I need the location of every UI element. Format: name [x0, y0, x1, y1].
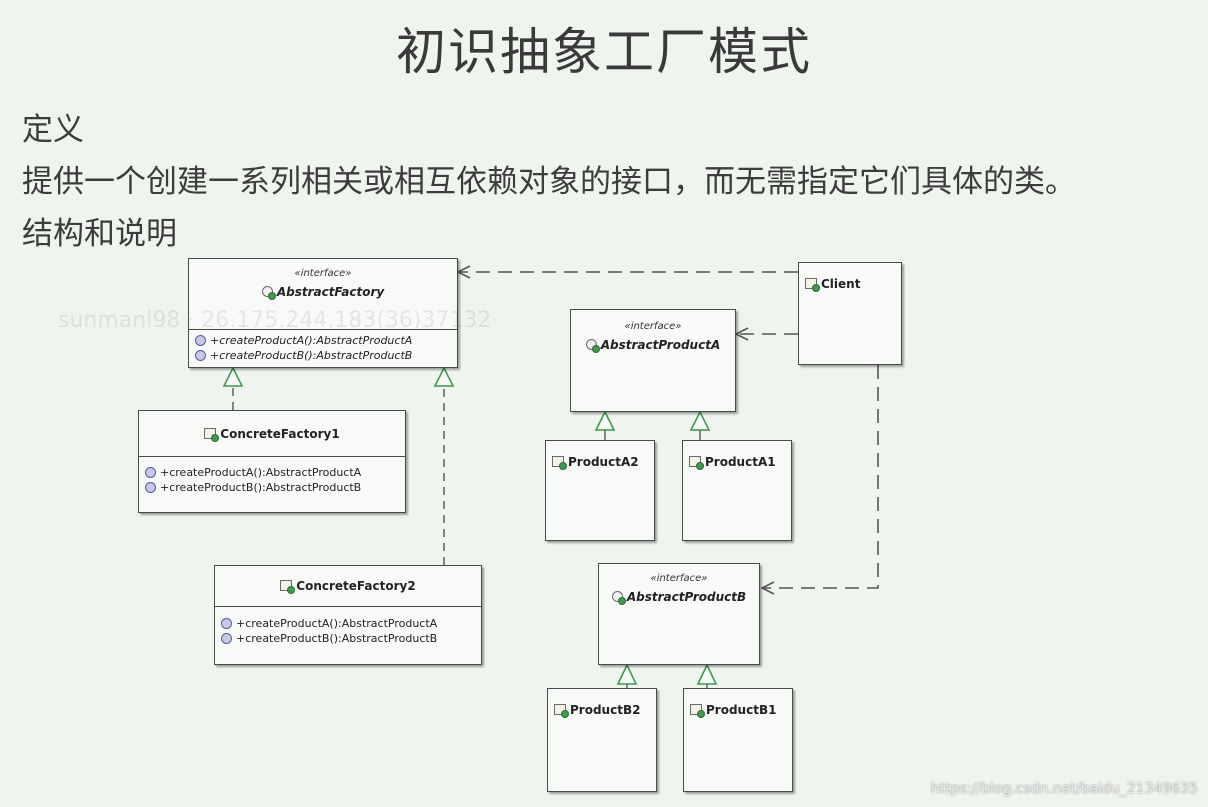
product-b1-realization-arrowhead — [696, 663, 718, 685]
operation-icon — [195, 335, 206, 346]
operation-icon — [221, 618, 232, 629]
client-dependency-product-b-arrowhead — [760, 581, 775, 595]
operation-icon — [195, 350, 206, 361]
compartment-divider — [189, 329, 457, 330]
source-credit: https://blog.csdn.net/baidu_21349635 — [930, 781, 1198, 797]
interface-icon — [585, 339, 600, 353]
factory2-realization-arrowhead — [433, 366, 455, 387]
abstract-product-a-interface[interactable]: «interface» AbstractProductA — [570, 309, 736, 412]
operation-icon — [145, 467, 156, 478]
class-icon — [690, 704, 705, 718]
interface-icon — [611, 591, 626, 605]
class-name: AbstractProductB — [626, 590, 747, 604]
compartment-divider — [215, 606, 481, 607]
class-name: AbstractProductA — [600, 338, 721, 352]
operation-create-product-b: +createProductB():AbstractProductB — [221, 631, 477, 646]
compartment-divider — [139, 456, 405, 457]
operation-create-product-b: +createProductB():AbstractProductB — [195, 348, 453, 363]
product-b1-class[interactable]: ProductB1 — [683, 688, 793, 792]
operation-create-product-a: +createProductA():AbstractProductA — [195, 333, 453, 348]
product-b2-realization-arrowhead — [616, 663, 638, 685]
class-name: ConcreteFactory1 — [220, 427, 340, 441]
class-name: Client — [821, 277, 861, 291]
class-name: ProductA2 — [568, 455, 639, 469]
product-a2-class[interactable]: ProductA2 — [545, 440, 655, 541]
interface-icon — [261, 286, 276, 300]
abstract-product-b-interface[interactable]: «interface» AbstractProductB — [598, 563, 760, 665]
class-icon — [552, 456, 567, 470]
class-icon — [805, 278, 820, 292]
abstract-factory-interface[interactable]: «interface» AbstractFactory +createProdu… — [188, 258, 458, 368]
stereotype-label: «interface» — [294, 268, 352, 279]
class-icon — [554, 704, 569, 718]
watermark-text: sunmanl98 · 26.175.244.183(36)37132 — [58, 308, 492, 333]
structure-heading: 结构和说明 — [22, 216, 177, 252]
class-name: ProductA1 — [705, 455, 776, 469]
class-name: AbstractFactory — [276, 285, 385, 299]
class-name: ProductB1 — [706, 703, 777, 717]
product-a2-realization-arrowhead — [594, 410, 616, 431]
operation-icon — [221, 633, 232, 644]
stereotype-label: «interface» — [624, 321, 682, 332]
concrete-factory-1-class[interactable]: ConcreteFactory1 +createProductA():Abstr… — [138, 410, 406, 513]
operation-create-product-b: +createProductB():AbstractProductB — [145, 480, 401, 495]
class-icon — [689, 456, 704, 470]
definition-text: 提供一个创建一系列相关或相互依赖对象的接口，而无需指定它们具体的类。 — [22, 164, 1076, 200]
concrete-factory-2-class[interactable]: ConcreteFactory2 +createProductA():Abstr… — [214, 565, 482, 665]
client-class[interactable]: Client — [798, 262, 902, 365]
factory1-realization-arrowhead — [222, 366, 244, 387]
class-name: ConcreteFactory2 — [296, 579, 416, 593]
product-a1-realization-arrowhead — [689, 410, 711, 431]
client-dependency-product-a-arrowhead — [734, 327, 749, 341]
stereotype-label: «interface» — [650, 573, 708, 584]
definition-heading: 定义 — [22, 112, 84, 148]
operation-create-product-a: +createProductA():AbstractProductA — [145, 465, 401, 480]
class-icon — [204, 428, 220, 442]
operation-icon — [145, 482, 156, 493]
product-a1-class[interactable]: ProductA1 — [682, 440, 792, 541]
client-dependency-factory-arrowhead — [456, 265, 471, 279]
product-b2-class[interactable]: ProductB2 — [547, 688, 657, 792]
client-dependency-product-b — [764, 365, 879, 589]
class-icon — [280, 580, 296, 594]
page-title: 初识抽象工厂模式 — [396, 23, 812, 81]
operation-create-product-a: +createProductA():AbstractProductA — [221, 616, 477, 631]
class-name: ProductB2 — [570, 703, 641, 717]
